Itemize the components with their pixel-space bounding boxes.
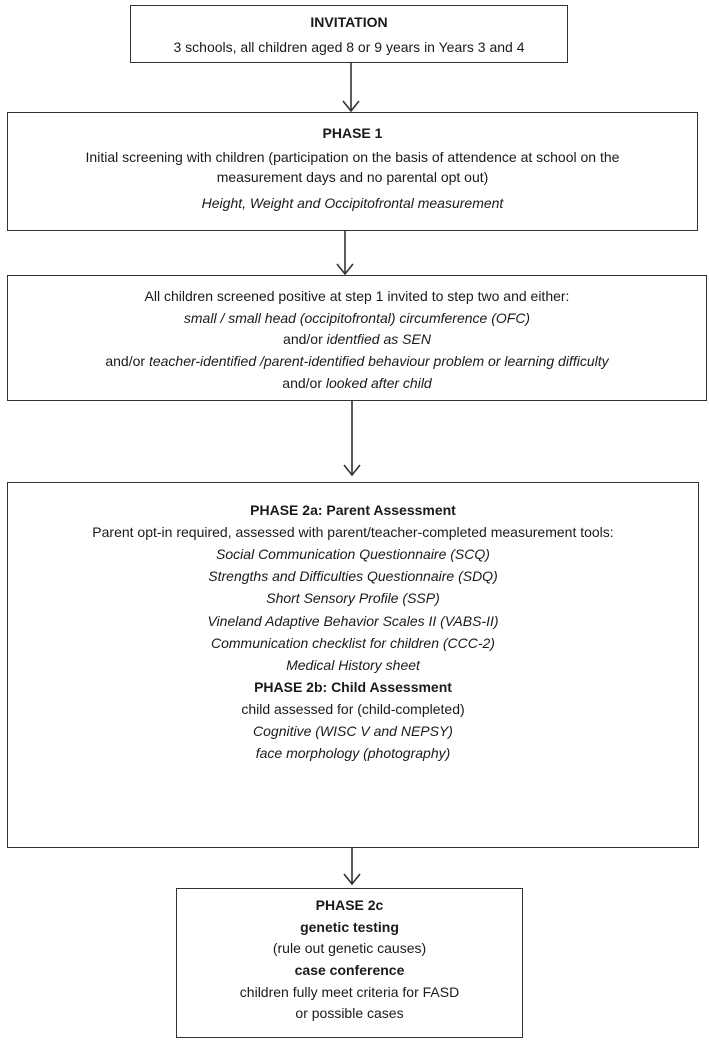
arrow-phase2ab-to-phase2c bbox=[343, 848, 361, 886]
phase1-description: Initial screening with children (partici… bbox=[85, 149, 620, 185]
behaviour-text: teacher-identified /parent-identified be… bbox=[148, 353, 609, 370]
andor-label: and/or bbox=[105, 353, 149, 370]
item-face-morphology: face morphology (photography) bbox=[255, 745, 451, 762]
genetic-testing-title: genetic testing bbox=[300, 918, 399, 935]
step2-intro: All children screened positive at step 1… bbox=[144, 288, 570, 304]
phase2c-title: PHASE 2c bbox=[315, 897, 384, 913]
arrow-phase1-to-step2 bbox=[336, 231, 354, 276]
sen-text: identfied as SEN bbox=[326, 331, 431, 348]
item-cognitive: Cognitive (WISC V and NEPSY) bbox=[253, 723, 453, 740]
genetic-testing-note: (rule out genetic causes) bbox=[272, 940, 427, 957]
step2-criterion-behaviour: and/or teacher-identified /parent-identi… bbox=[8, 351, 706, 373]
step2-criterion-sen: and/or identfied as SEN bbox=[8, 329, 706, 351]
arrow-step2-to-phase2ab bbox=[343, 401, 361, 477]
phase1-box: PHASE 1 Initial screening with children … bbox=[7, 112, 698, 231]
phase2ab-box: PHASE 2a: Parent Assessment Parent opt-i… bbox=[7, 482, 699, 848]
phase2b-intro: child assessed for (child-completed) bbox=[241, 700, 465, 717]
tool-sdq: Strengths and Difficulties Questionnaire… bbox=[208, 568, 498, 585]
step2-criterion-looked-after: and/or looked after child bbox=[8, 373, 706, 395]
phase2c-box: PHASE 2c genetic testing (rule out genet… bbox=[176, 888, 523, 1038]
phase2a-intro: Parent opt-in required, assessed with pa… bbox=[92, 524, 614, 541]
invitation-text: 3 schools, all children aged 8 or 9 year… bbox=[173, 39, 525, 56]
invitation-title: INVITATION bbox=[310, 14, 388, 30]
phase2a-title: PHASE 2a: Parent Assessment bbox=[250, 502, 456, 518]
step2-criterion-ofc: small / small head (occipitofrontal) cir… bbox=[183, 309, 531, 326]
tool-scq: Social Communication Questionnaire (SCQ) bbox=[216, 546, 490, 563]
tool-vabs: Vineland Adaptive Behavior Scales II (VA… bbox=[207, 612, 499, 629]
case-conference-line1: children fully meet criteria for FASD bbox=[239, 983, 460, 1000]
andor-label: and/or bbox=[283, 331, 327, 348]
tool-ccc2: Communication checklist for children (CC… bbox=[211, 634, 495, 651]
phase1-measurements: Height, Weight and Occipitofrontal measu… bbox=[201, 195, 504, 212]
phase2b-title: PHASE 2b: Child Assessment bbox=[254, 678, 452, 695]
case-conference-title: case conference bbox=[294, 962, 405, 979]
arrow-invitation-to-phase1 bbox=[342, 63, 360, 113]
step2-box: All children screened positive at step 1… bbox=[7, 275, 707, 401]
tool-ssp: Short Sensory Profile (SSP) bbox=[266, 590, 440, 607]
tool-medical-history: Medical History sheet bbox=[286, 656, 420, 673]
looked-after-text: looked after child bbox=[325, 374, 432, 391]
invitation-box: INVITATION 3 schools, all children aged … bbox=[130, 5, 568, 63]
case-conference-line2: or possible cases bbox=[295, 1005, 404, 1022]
andor-label: and/or bbox=[282, 374, 326, 391]
phase1-title: PHASE 1 bbox=[322, 125, 383, 141]
